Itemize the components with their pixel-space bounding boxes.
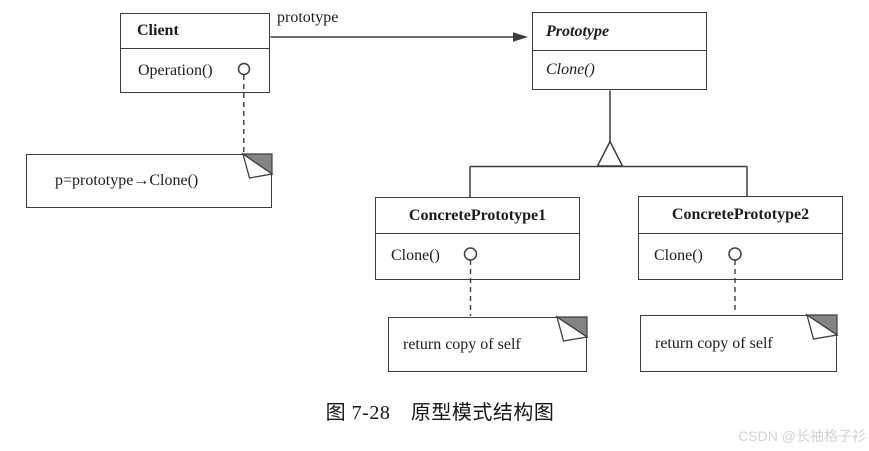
class-method-clone2: Clone() [654,247,703,264]
note-client-text: p=prototype→Clone() [55,172,199,189]
class-title-concrete-prototype1: ConcretePrototype1 [376,198,579,234]
association-arrowhead-icon [513,32,528,42]
class-title-client: Client [121,14,269,49]
class-box-concrete-prototype2: ConcretePrototype2 Clone() [638,196,843,280]
association-label: prototype [277,9,339,26]
note-client-code: p=prototype→Clone() [26,154,272,208]
class-title-concrete-prototype2: ConcretePrototype2 [639,197,842,234]
generalization-triangle-icon [596,139,624,167]
class-method-clone1: Clone() [391,247,440,264]
note-concrete1-text: return copy of self [403,335,521,353]
class-title-prototype: Prototype [533,13,706,51]
note-concrete1: return copy of self [388,317,587,372]
note-concrete2: return copy of self [640,315,837,372]
class-box-concrete-prototype1: ConcretePrototype1 Clone() [375,197,580,280]
figure-caption: 图 7-28 原型模式结构图 [325,402,555,424]
note-concrete2-text: return copy of self [655,334,773,352]
watermark: CSDN @长袖格子衫 [738,428,866,444]
class-box-client: Client Operation() [120,13,270,93]
class-method-clone-abstract: Clone() [546,60,595,78]
class-box-prototype: Prototype Clone() [532,12,707,90]
class-method-operation: Operation() [138,61,213,79]
